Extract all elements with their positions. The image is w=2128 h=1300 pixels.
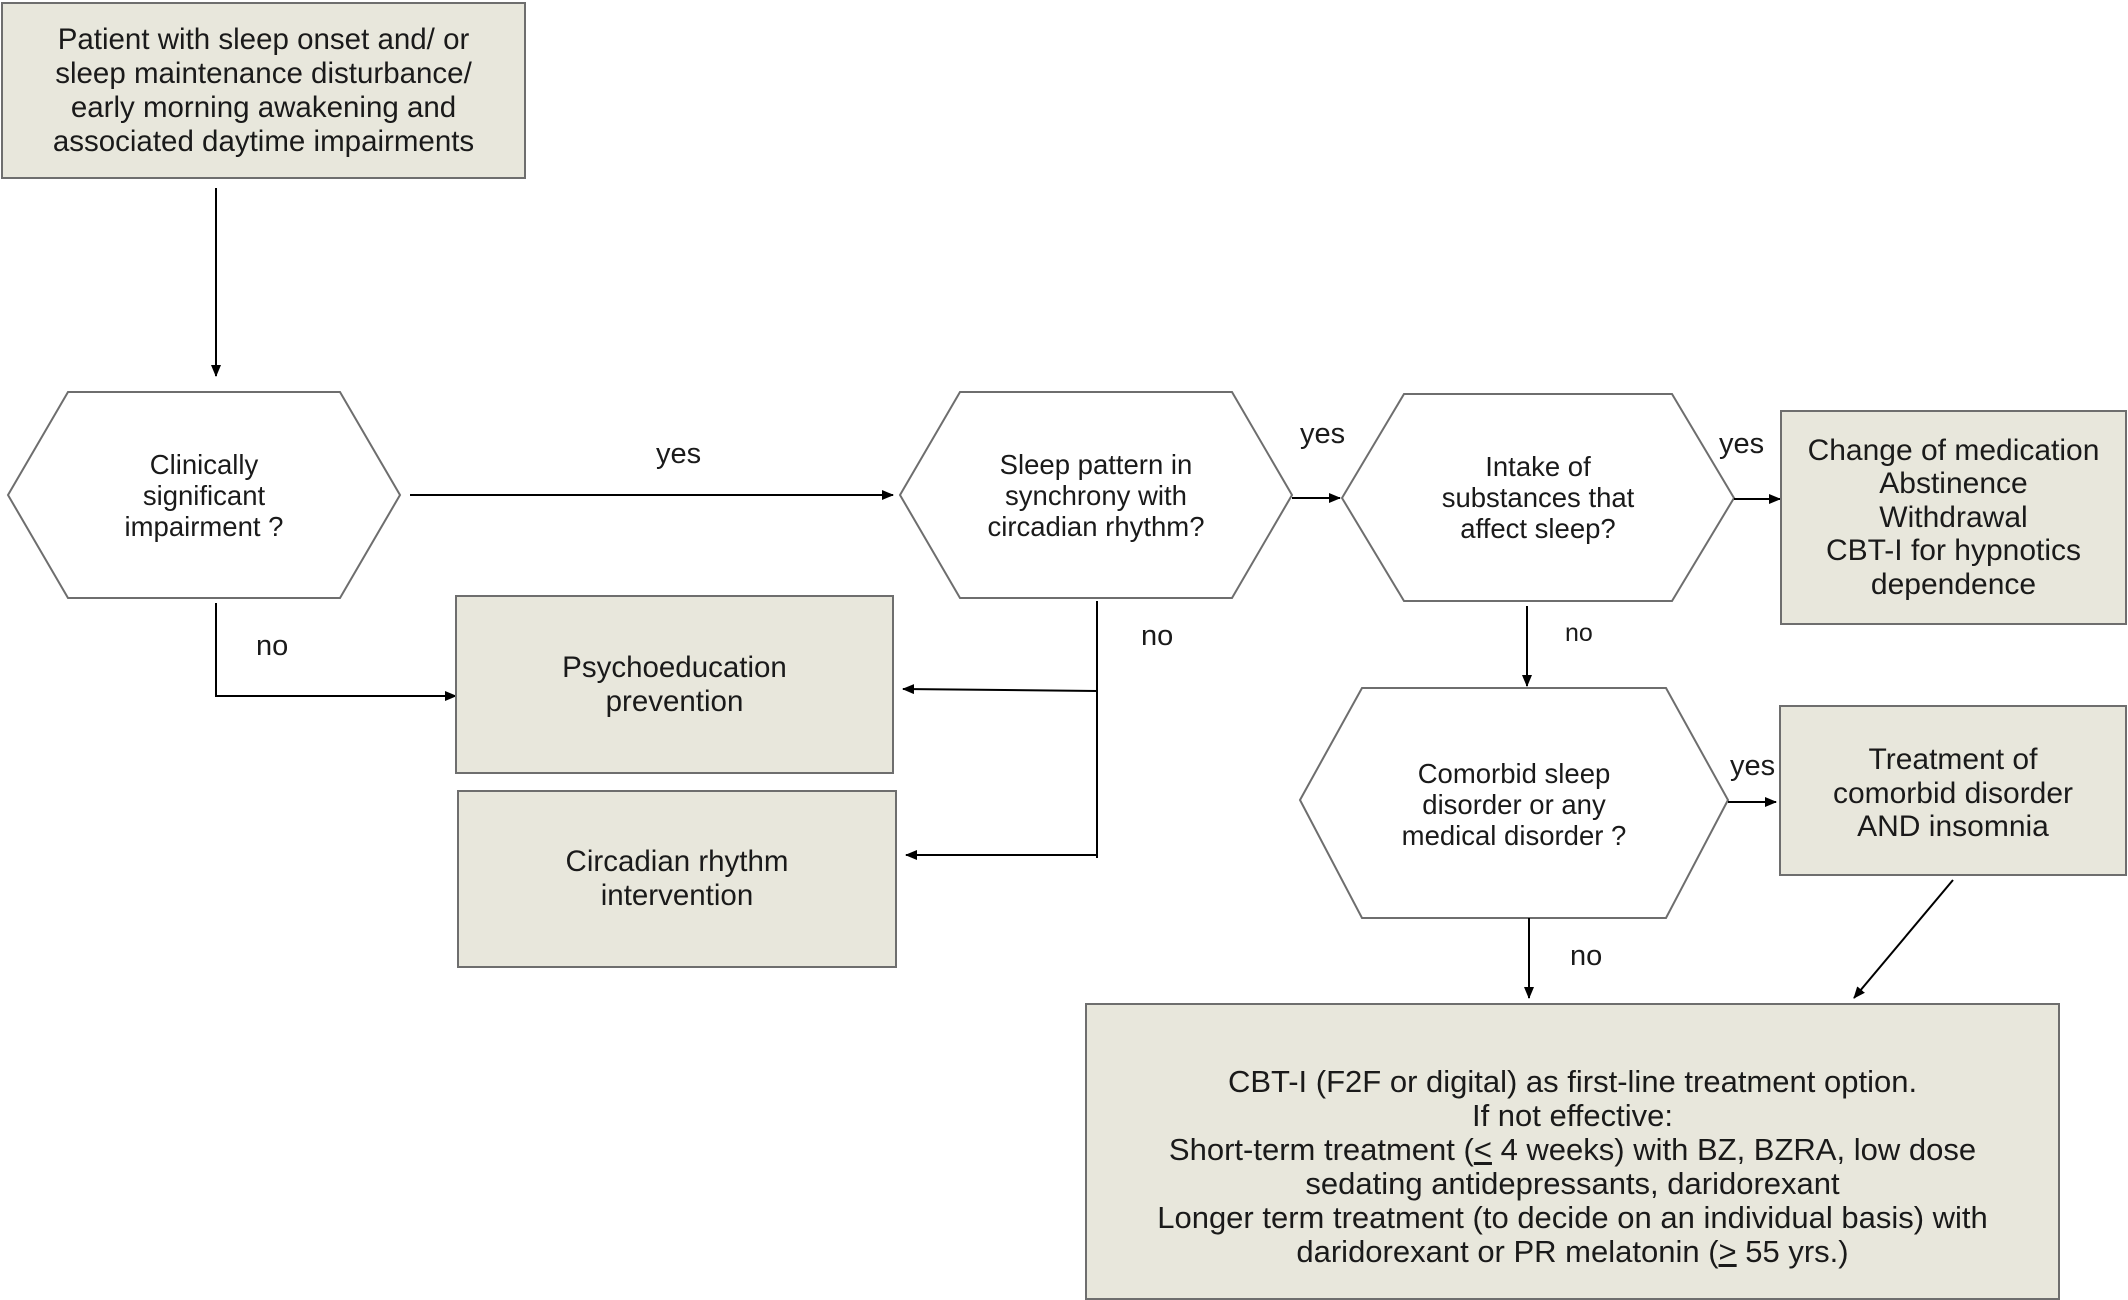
clinical-decision-shape [6, 391, 402, 599]
comorbid-decision-text: Comorbid sleep disorder or any medical d… [1401, 757, 1627, 851]
circadian-decision: Sleep pattern in synchrony with circadia… [960, 400, 1232, 590]
start-box-text: Patient with sleep onset and/ or sleep m… [52, 22, 475, 158]
cbti-line-2: If not effective: [1471, 1097, 1674, 1133]
comorbid-treatment-box: Treatment of comorbid disorder AND insom… [1779, 705, 2127, 876]
substances-decision-text: Intake of substances that affect sleep? [1441, 450, 1635, 544]
substances-yes-label: yes [1719, 428, 1765, 460]
comorbid-treatment-box-text: Treatment of comorbid disorder AND insom… [1832, 743, 2074, 843]
start-box: Patient with sleep onset and/ or sleep m… [1, 2, 526, 179]
circadian-intervention-box: Circadian rhythm intervention [457, 790, 897, 968]
circadian-intervention-box-text: Circadian rhythm intervention [565, 845, 789, 912]
comorbid-decision-shape [1298, 687, 1730, 919]
substances-no-label: no [1565, 619, 1593, 647]
clinical-decision-text: Clinically significant impairment ? [124, 448, 284, 542]
clinical-yes-label: yes [656, 438, 702, 470]
less-than-or-equal-symbol: < [1473, 1131, 1492, 1167]
greater-than-or-equal-symbol: > [1718, 1233, 1737, 1269]
circadian-decision-text: Sleep pattern in synchrony with circadia… [987, 448, 1205, 542]
comorbid-decision: Comorbid sleep disorder or any medical d… [1362, 704, 1666, 904]
clinical-decision: Clinically significant impairment ? [68, 400, 340, 590]
arrow-treatment-to-cbti [1853, 879, 1954, 999]
comorbid-no-label: no [1570, 940, 1603, 972]
psychoeducation-box-text: Psychoeducation prevention [562, 650, 787, 718]
cbti-line-3: Short-term treatment (< 4 weeks) with BZ… [1168, 1131, 1977, 1167]
cbti-box: CBT-I (F2F or digital) as first-line tre… [1085, 1003, 2060, 1300]
arrow-clinical-no [215, 603, 457, 701]
arrow-to-psychoeducation [902, 684, 1098, 695]
cbti-line-6: daridorexant or PR melatonin (> 55 yrs.) [1296, 1233, 1849, 1269]
circadian-decision-shape [898, 391, 1294, 599]
circadian-yes-label: yes [1300, 418, 1346, 450]
cbti-line-4: sedating antidepressants, daridorexant [1305, 1165, 1840, 1201]
clinical-no-label: no [256, 630, 289, 662]
medication-box: Change of medication Abstinence Withdraw… [1780, 410, 2127, 625]
cbti-line-5: Longer term treatment (to decide on an i… [1157, 1199, 1988, 1235]
circadian-no-label: no [1141, 620, 1174, 652]
substances-decision: Intake of substances that affect sleep? [1404, 402, 1672, 592]
medication-box-text: Change of medication Abstinence Withdraw… [1807, 433, 2100, 601]
psychoeducation-box: Psychoeducation prevention [455, 595, 894, 774]
cbti-box-text: CBT-I (F2F or digital) as first-line tre… [1157, 1063, 1988, 1269]
comorbid-yes-label: yes [1730, 750, 1776, 782]
cbti-line-1: CBT-I (F2F or digital) as first-line tre… [1227, 1063, 1918, 1099]
